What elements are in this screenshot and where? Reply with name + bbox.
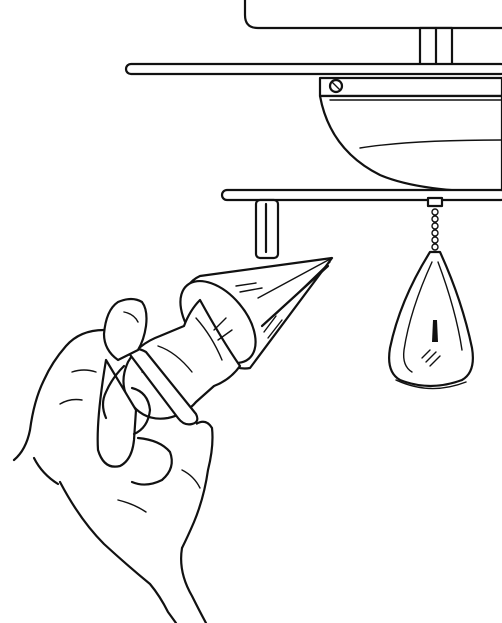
pull-chain (428, 198, 442, 250)
fan-downrod (420, 28, 452, 66)
light-kit-housing (320, 78, 502, 192)
upper-mounting-bar (126, 64, 502, 74)
swivel-stem (256, 200, 278, 258)
pull-chain-fob (389, 252, 473, 389)
lower-track-bar (222, 190, 502, 200)
fan-motor-housing-top (245, 0, 502, 28)
